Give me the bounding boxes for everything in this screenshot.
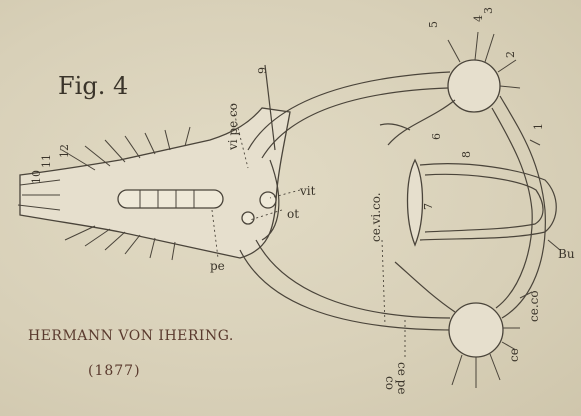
label-ce-co: ce.co [527, 290, 541, 322]
upper-connective-inner [262, 88, 448, 158]
label-pe: pe [210, 259, 225, 273]
publication-year: (1877) [88, 363, 141, 379]
author-name: HERMANN VON IHERING. [28, 328, 234, 344]
otocyst [242, 212, 254, 224]
label-ot: ot [287, 207, 299, 221]
nerve-number-1: 1 [532, 123, 545, 130]
nerve-number-2: 2 [504, 51, 517, 58]
tick-1 [530, 140, 540, 145]
cerebral-ganglion-lower [449, 303, 503, 357]
figure-title: Fig. 4 [58, 72, 128, 100]
nerve-number-11: 11 [40, 154, 53, 168]
nerve-number-4: 4 [472, 15, 485, 22]
nerve-number-6: 6 [430, 133, 443, 140]
lower-connective-inner [256, 240, 450, 318]
pedal-region [20, 108, 290, 258]
buccal-loop-inner [425, 174, 543, 232]
nerve-6-branch [380, 124, 410, 130]
nerve-number-8: 8 [460, 151, 473, 158]
nerve-number-12: 12 [58, 144, 71, 158]
pedal-ganglion [118, 190, 223, 208]
visceral-ganglion [260, 192, 276, 208]
nerve-number-5: 5 [427, 21, 440, 28]
label-ce: ce [507, 348, 521, 362]
nerve-number-9: 9 [256, 67, 269, 74]
nerve-number-7: 7 [422, 203, 435, 210]
label-vi-pe-co: vi pe co [226, 103, 240, 151]
cerebral-commissure-inner [492, 108, 532, 308]
leader-cevico [382, 240, 385, 325]
label-bu: Bu [558, 247, 575, 261]
lower-branch [395, 262, 455, 312]
nerve-number-10: 10 [30, 170, 43, 184]
label-vit: vit [299, 184, 316, 198]
stomatogastric-ganglion [408, 160, 423, 245]
label-ce-pe-co-line2: co [383, 376, 397, 390]
nerve-number-3: 3 [482, 7, 495, 14]
label-ce-vi-co: ce.vi.co. [369, 192, 383, 242]
nerve-6 [388, 100, 455, 145]
cerebral-ganglion-upper [448, 60, 500, 112]
